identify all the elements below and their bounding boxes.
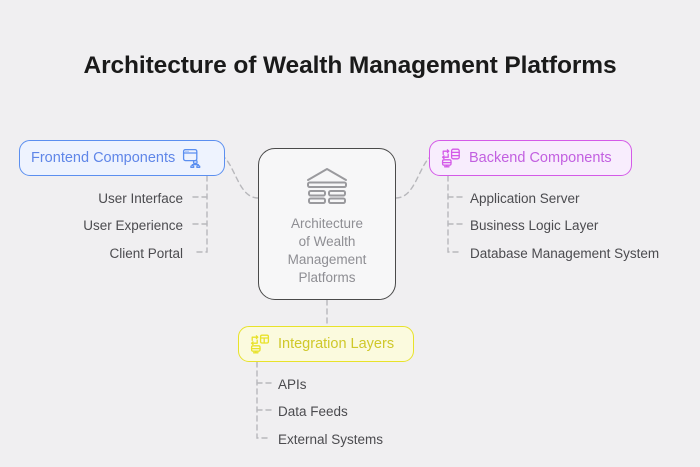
leaf-backend-1[interactable]: Business Logic Layer	[470, 218, 599, 233]
leaf-frontend-1[interactable]: User Experience	[83, 218, 183, 233]
leaf-integration-1[interactable]: Data Feeds	[278, 404, 348, 419]
center-node[interactable]: Architecture of Wealth Management Platfo…	[258, 148, 396, 300]
leaf-integration-2[interactable]: External Systems	[278, 432, 384, 447]
bank-icon	[307, 168, 347, 204]
server-grid-icon	[250, 334, 270, 354]
center-node-label: Architecture of Wealth Management Platfo…	[288, 215, 367, 287]
leaf-backend-2[interactable]: Database Management System	[470, 246, 660, 261]
leaf-integration-0[interactable]: APIs	[278, 377, 307, 392]
branch-label-integration: Integration Layers	[278, 336, 395, 352]
browser-sitemap-icon	[183, 148, 201, 168]
branch-label-frontend: Frontend Components	[31, 150, 176, 166]
center-line-1: of Wealth	[298, 234, 356, 249]
center-line-2: Management	[287, 252, 367, 267]
center-line-0: Architecture	[290, 216, 364, 231]
connector-frontend-spine	[194, 175, 208, 253]
connector-center-frontend	[224, 157, 259, 199]
connector-center-backend	[395, 157, 430, 199]
branch-node-frontend[interactable]: Frontend Components	[19, 140, 225, 176]
center-line-3: Platforms	[298, 270, 356, 285]
page-title: Architecture of Wealth Management Platfo…	[83, 52, 617, 79]
branch-node-backend[interactable]: Backend Components	[429, 140, 632, 176]
leaf-backend-0[interactable]: Application Server	[470, 191, 580, 206]
connector-backend-spine	[447, 175, 463, 253]
server-database-icon	[441, 148, 460, 168]
leaf-frontend-2[interactable]: Client Portal	[109, 246, 183, 261]
branch-label-backend: Backend Components	[469, 150, 612, 166]
branch-node-integration[interactable]: Integration Layers	[238, 326, 414, 362]
connector-integration-spine	[256, 361, 272, 439]
leaf-frontend-0[interactable]: User Interface	[98, 191, 183, 206]
